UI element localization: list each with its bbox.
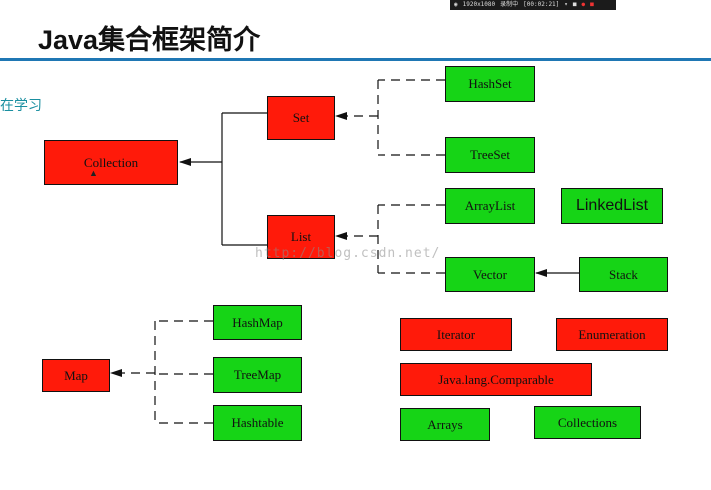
node-collection: Collection bbox=[44, 140, 178, 185]
record-icon[interactable]: ● bbox=[581, 1, 586, 8]
recorder-icon: ◉ bbox=[454, 1, 458, 8]
chevron-down-icon[interactable]: ▾ bbox=[564, 1, 568, 8]
node-hashmap: HashMap bbox=[213, 305, 302, 340]
node-enumeration: Enumeration bbox=[556, 318, 668, 351]
stop-icon[interactable]: ■ bbox=[590, 1, 594, 8]
camera-icon[interactable]: ■ bbox=[572, 1, 577, 8]
watermark-text: http://blog.csdn.net/ bbox=[255, 246, 441, 261]
node-map: Map bbox=[42, 359, 110, 392]
node-vector: Vector bbox=[445, 257, 535, 292]
node-treeset: TreeSet bbox=[445, 137, 535, 173]
side-note: 在学习 bbox=[0, 97, 42, 113]
mouse-cursor-icon: ▲ bbox=[89, 168, 98, 178]
node-arrays: Arrays bbox=[400, 408, 490, 441]
recorder-time: [00:02:21] bbox=[523, 1, 560, 8]
node-comparable: Java.lang.Comparable bbox=[400, 363, 592, 396]
title-rule bbox=[0, 58, 711, 61]
node-iterator: Iterator bbox=[400, 318, 512, 351]
node-hashtable: Hashtable bbox=[213, 405, 302, 441]
node-hashset: HashSet bbox=[445, 66, 535, 102]
node-arraylist: ArrayList bbox=[445, 188, 535, 224]
slide-title: Java集合框架简介 bbox=[38, 25, 261, 55]
node-treemap: TreeMap bbox=[213, 357, 302, 393]
node-collections: Collections bbox=[534, 406, 641, 439]
recorder-label: 录制中 bbox=[500, 1, 519, 8]
node-set: Set bbox=[267, 96, 335, 140]
recorder-resolution: 1920x1080 bbox=[462, 1, 496, 8]
node-stack: Stack bbox=[579, 257, 668, 292]
node-list: List bbox=[267, 215, 335, 259]
screen-recorder-bar[interactable]: ◉ 1920x1080 录制中 [00:02:21] ▾ ■ ● ■ bbox=[450, 0, 616, 10]
node-linkedlist: LinkedList bbox=[561, 188, 663, 224]
